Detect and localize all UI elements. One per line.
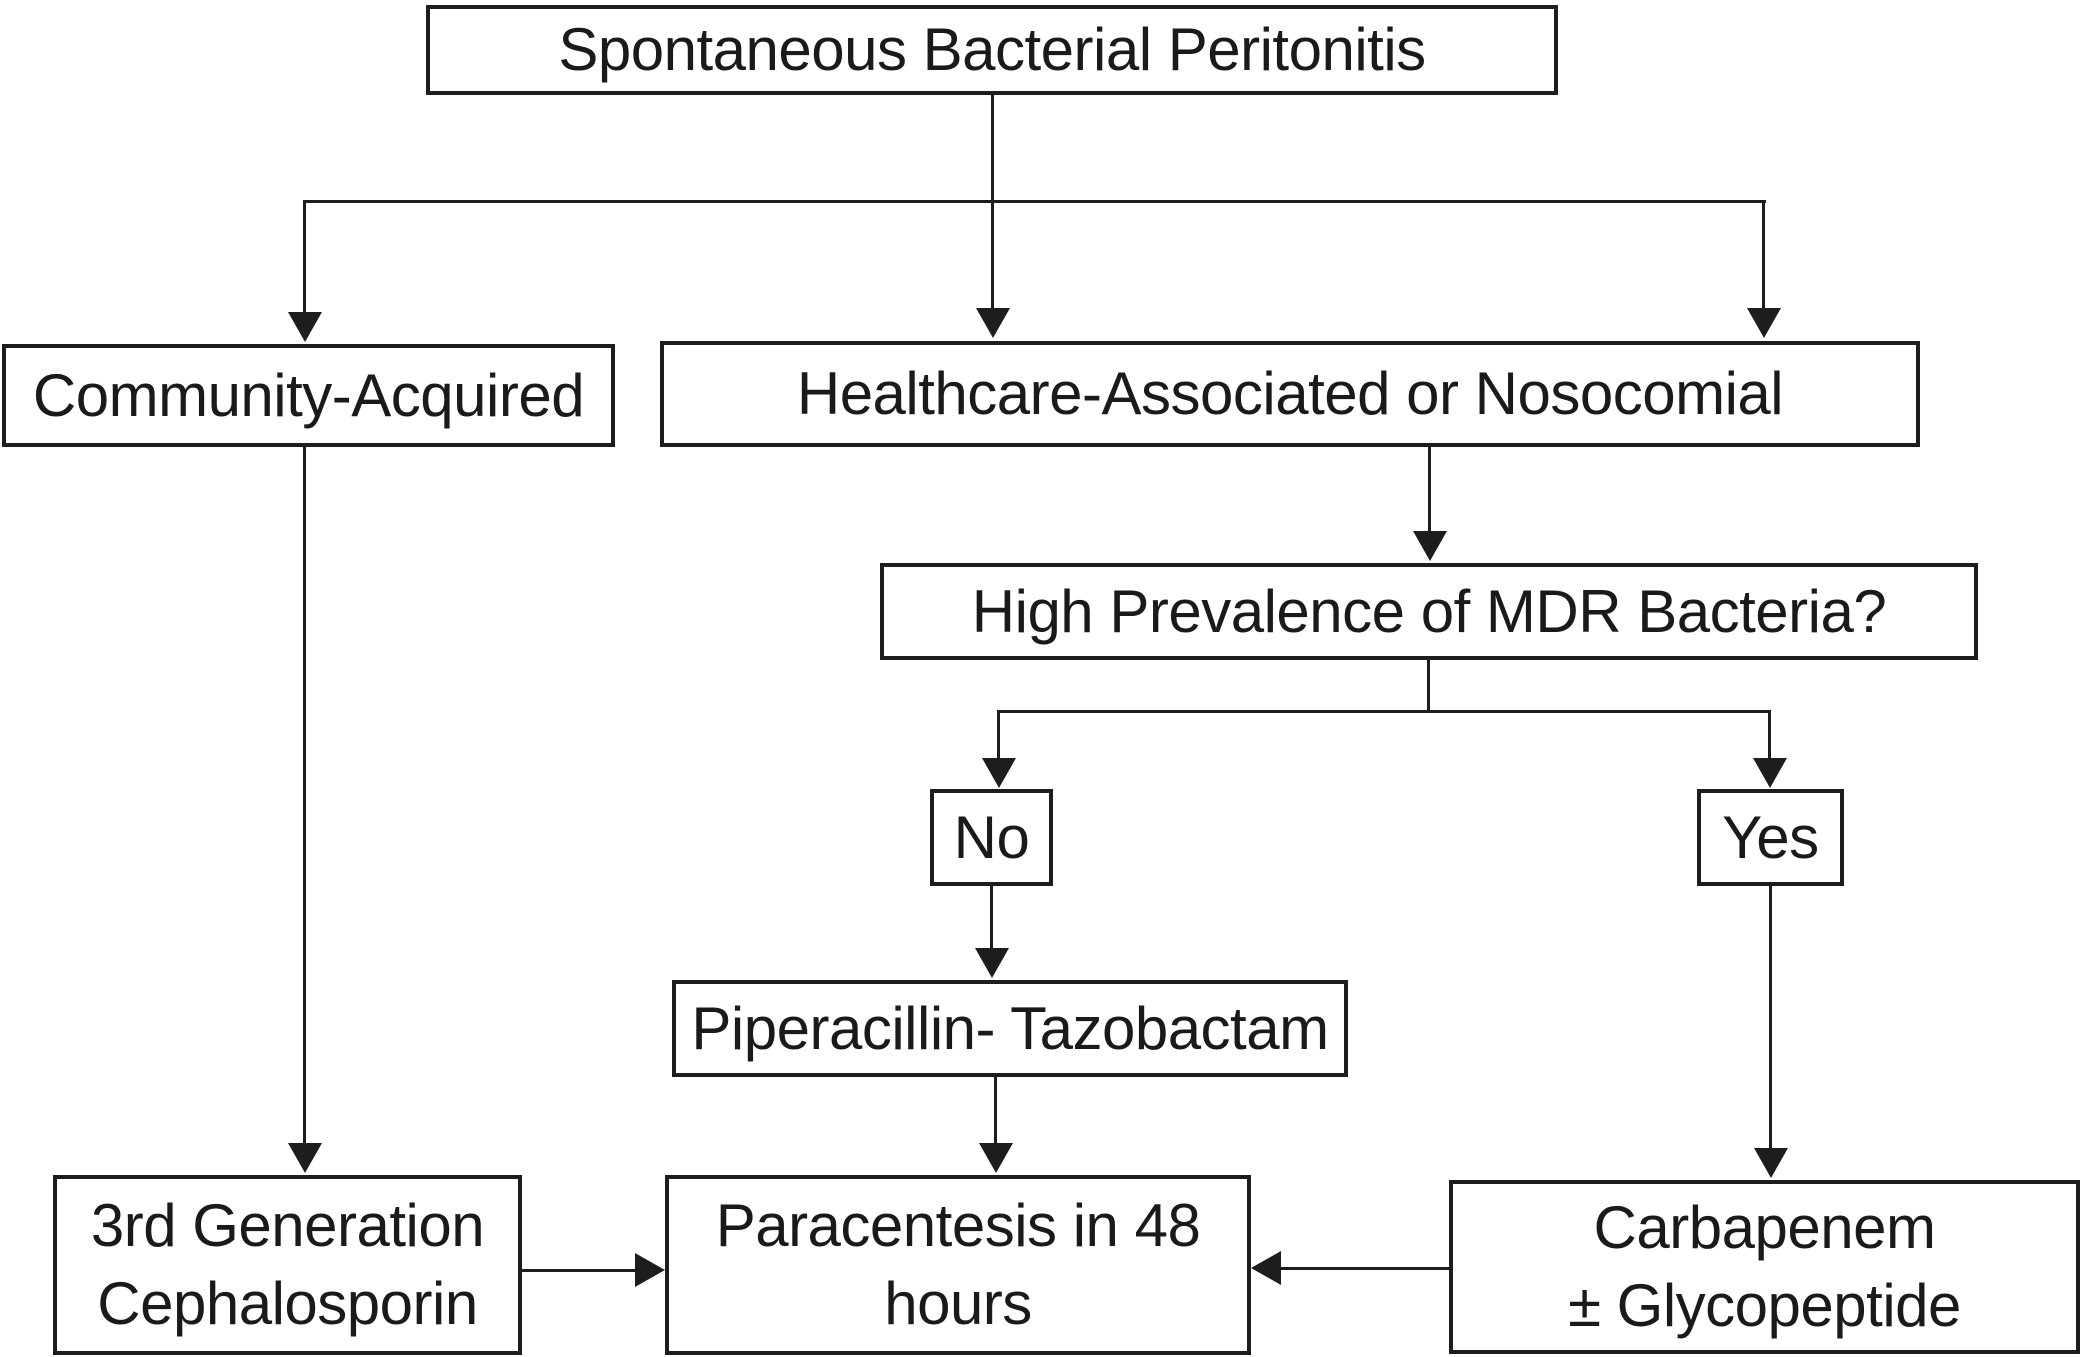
connector-healthcare-to-mdr <box>1428 447 1431 533</box>
arrowhead-into-healthcare-right <box>1747 308 1781 338</box>
arrowhead-into-piptazo <box>975 948 1009 978</box>
connector-carbapenem-to-paracentesis <box>1279 1267 1449 1270</box>
arrowhead-into-paracentesis-top <box>979 1143 1013 1173</box>
connector-no-to-piptazo <box>990 886 993 950</box>
arrowhead-into-cephalosporin <box>288 1143 322 1173</box>
arrowhead-into-no <box>982 758 1016 788</box>
node-community-acquired: Community-Acquired <box>2 344 615 447</box>
node-piperacillin-tazobactam: Piperacillin- Tazobactam <box>672 980 1348 1077</box>
connector-branch1-to-healthcare-mid <box>991 200 994 310</box>
node-spontaneous-bacterial-peritonitis: Spontaneous Bacterial Peritonitis <box>426 5 1558 95</box>
node-healthcare-associated-or-nosocomial: Healthcare-Associated or Nosocomial <box>660 341 1920 447</box>
connector-community-to-cephalosporin <box>303 447 306 1147</box>
node-no: No <box>930 789 1053 886</box>
arrowhead-into-paracentesis-right <box>1251 1251 1281 1285</box>
connector-branch2-horizontal <box>997 710 1771 713</box>
arrowhead-into-yes <box>1753 758 1787 788</box>
connector-branch1-to-community <box>303 200 306 314</box>
connector-sbp-stem <box>991 95 994 202</box>
connector-branch2-to-no <box>997 710 1000 760</box>
connector-branch2-to-yes <box>1768 710 1771 760</box>
arrowhead-into-healthcare-mid <box>976 308 1010 338</box>
node-paracentesis-in-48-hours: Paracentesis in 48 hours <box>665 1175 1251 1355</box>
arrowhead-into-community <box>288 312 322 342</box>
node-high-prevalence-of-mdr-bacteria: High Prevalence of MDR Bacteria? <box>880 563 1978 660</box>
connector-cephalosporin-to-paracentesis <box>522 1269 637 1272</box>
node-carbapenem-glycopeptide: Carbapenem ± Glycopeptide <box>1449 1180 2080 1354</box>
arrowhead-into-paracentesis-left <box>635 1253 665 1287</box>
connector-mdr-stem <box>1427 660 1430 713</box>
arrowhead-into-mdr <box>1413 531 1447 561</box>
arrowhead-into-carbapenem <box>1754 1148 1788 1178</box>
connector-yes-to-carbapenem <box>1769 886 1772 1150</box>
node-yes: Yes <box>1697 789 1844 886</box>
connector-branch1-horizontal <box>303 200 1766 203</box>
connector-piptazo-to-paracentesis <box>994 1077 997 1145</box>
connector-branch1-to-healthcare-right <box>1762 200 1765 310</box>
node-3rd-generation-cephalosporin: 3rd Generation Cephalosporin <box>53 1175 522 1355</box>
